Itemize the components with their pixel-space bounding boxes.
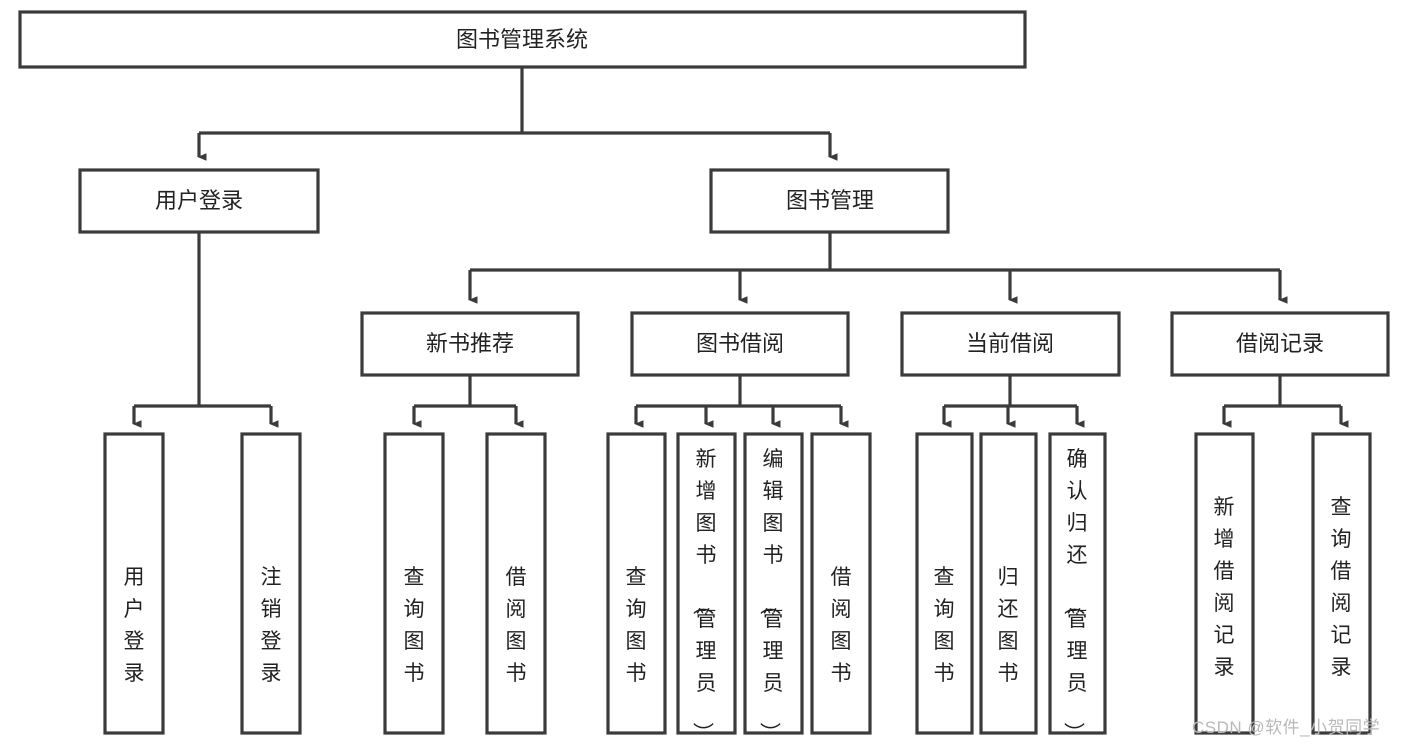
node-root[interactable]: 图书管理系统 xyxy=(18,10,1027,69)
node-new-book-recommend[interactable]: 新书推荐 xyxy=(360,311,580,377)
leaf-current-query-book[interactable]: 查询图书 xyxy=(915,432,974,735)
leaf-current-return-book-label: 归还图书 xyxy=(998,566,1019,685)
node-book-borrow[interactable]: 图书借阅 xyxy=(630,311,850,377)
leaf-user-login-label: 用户登录 xyxy=(124,566,145,685)
node-current-borrow[interactable]: 当前借阅 xyxy=(900,311,1121,377)
leaf-newrec-query-book-label: 查询图书 xyxy=(404,566,425,685)
connector-newrec-to-leaves xyxy=(412,375,524,428)
leaf-current-query-book-label: 查询图书 xyxy=(934,566,955,685)
leaf-records-add[interactable]: 新增借阅记录 xyxy=(1194,432,1255,735)
node-root-label: 图书管理系统 xyxy=(456,27,588,52)
connector-borrow-to-leaves xyxy=(634,375,849,428)
leaf-borrow-borrow-book-label: 借阅图书 xyxy=(831,566,852,685)
connector-records-to-leaves xyxy=(1222,375,1349,428)
leaf-borrow-query-book[interactable]: 查询图书 xyxy=(606,432,667,735)
connector-userlogin-to-leaves xyxy=(132,232,279,428)
leaf-borrow-add-book-label: 新增图书（管理员） xyxy=(691,448,717,743)
leaf-newrec-borrow-book[interactable]: 借阅图书 xyxy=(485,432,547,735)
connector-bookmgmt-to-level3 xyxy=(468,232,1288,304)
node-book-borrow-label: 图书借阅 xyxy=(696,331,784,356)
node-borrow-records[interactable]: 借阅记录 xyxy=(1170,311,1390,377)
node-new-book-recommend-label: 新书推荐 xyxy=(426,331,514,356)
leaf-current-confirm-return-label: 确认归还（管理员） xyxy=(1062,448,1088,743)
leaf-current-confirm-return[interactable]: 确认归还（管理员） xyxy=(1048,432,1107,743)
node-book-management[interactable]: 图书管理 xyxy=(709,168,950,234)
leaf-borrow-add-book[interactable]: 新增图书（管理员） xyxy=(676,432,737,743)
node-book-management-label: 图书管理 xyxy=(786,188,874,213)
leaf-logout[interactable]: 注销登录 xyxy=(240,432,302,735)
node-borrow-records-label: 借阅记录 xyxy=(1236,331,1324,356)
leaf-borrow-edit-book[interactable]: 编辑图书（管理员） xyxy=(743,432,804,743)
leaf-newrec-borrow-book-label: 借阅图书 xyxy=(506,566,527,685)
leaf-records-add-label: 新增借阅记录 xyxy=(1214,496,1235,679)
connector-current-to-leaves xyxy=(942,375,1085,428)
leaf-user-login[interactable]: 用户登录 xyxy=(103,432,165,735)
leaf-borrow-borrow-book[interactable]: 借阅图书 xyxy=(810,432,872,735)
leaf-logout-label: 注销登录 xyxy=(261,566,282,685)
leaf-records-query[interactable]: 查询借阅记录 xyxy=(1311,432,1372,735)
leaf-records-query-label: 查询借阅记录 xyxy=(1331,496,1352,679)
leaf-newrec-query-book[interactable]: 查询图书 xyxy=(383,432,445,735)
node-current-borrow-label: 当前借阅 xyxy=(966,331,1054,356)
leaf-borrow-edit-book-label: 编辑图书（管理员） xyxy=(758,448,784,743)
node-user-login[interactable]: 用户登录 xyxy=(78,168,320,234)
connector-root-to-level2 xyxy=(197,67,838,161)
leaf-borrow-query-book-label: 查询图书 xyxy=(626,566,647,685)
node-user-login-label: 用户登录 xyxy=(155,188,243,213)
leaf-current-return-book[interactable]: 归还图书 xyxy=(979,432,1038,735)
